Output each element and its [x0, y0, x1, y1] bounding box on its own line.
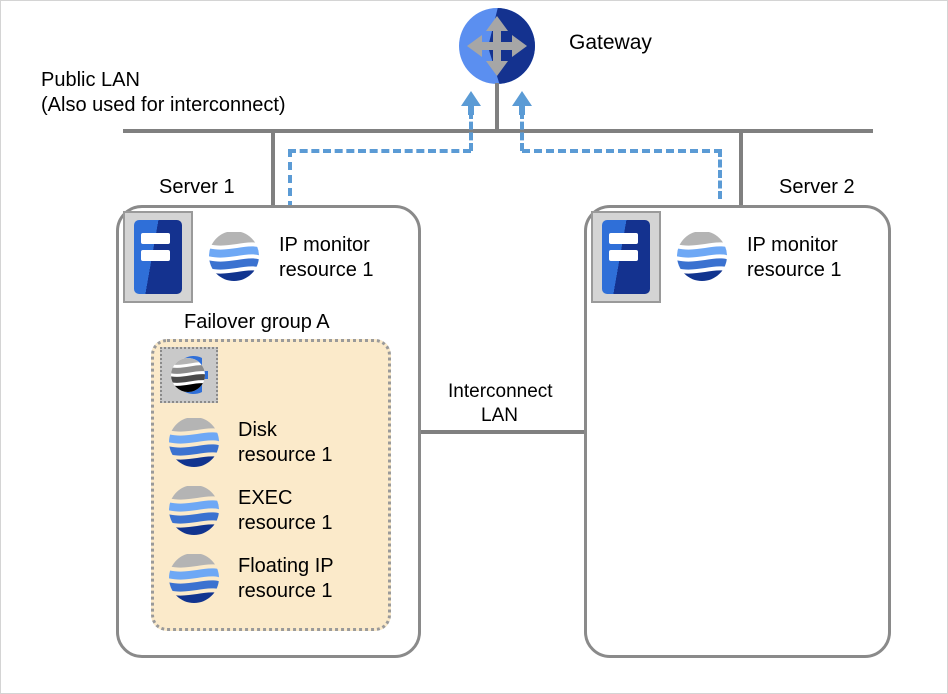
router-icon [458, 7, 536, 85]
server2-ip-monitor-label-line2: resource 1 [747, 259, 842, 281]
server1-lan-drop-line [271, 131, 275, 209]
server2-monitor-path-horizontal [522, 149, 722, 153]
resource-label-line2: resource 1 [238, 580, 333, 602]
resource-label-line2: resource 1 [238, 444, 333, 466]
server2-lan-drop-line [739, 131, 743, 209]
public-lan-bus-line [123, 129, 873, 133]
resource-icon [168, 416, 220, 468]
resource-icon [676, 230, 728, 282]
server1-ip-monitor-label-line1: IP monitor [279, 234, 370, 256]
public-lan-label-line1: Public LAN [41, 69, 140, 91]
interconnect-lan-label-line2: LAN [481, 405, 518, 426]
server-1-label: Server 1 [159, 176, 235, 198]
server-icon [123, 211, 193, 303]
interconnect-lan-label-line1: Interconnect [448, 381, 553, 402]
gateway-stem-line [495, 83, 499, 132]
server2-monitor-arrow-icon [511, 91, 533, 115]
server-icon [591, 211, 661, 303]
server2-ip-monitor-label-line1: IP monitor [747, 234, 838, 256]
interconnect-lan-line [421, 430, 587, 434]
failover-group-label: Failover group A [184, 311, 330, 333]
resource-icon [168, 552, 220, 604]
server-2-box: IP monitor resource 1 [584, 205, 891, 658]
failover-group-box: Disk resource 1 [151, 339, 391, 631]
server-1-box: IP monitor resource 1 Failover group A [116, 205, 421, 658]
server1-monitor-path-riser [469, 111, 473, 151]
server2-monitor-path-riser [520, 111, 524, 151]
server2-monitor-path-vertical [718, 149, 722, 199]
resource-label-line2: resource 1 [238, 512, 333, 534]
gateway-label: Gateway [569, 31, 652, 54]
resource-label-line1: EXEC [238, 487, 293, 509]
resource-icon [168, 484, 220, 536]
server-2-label: Server 2 [779, 176, 855, 198]
server1-ip-monitor-label-line2: resource 1 [279, 259, 374, 281]
failover-group-icon [160, 347, 218, 403]
public-lan-label-line2: (Also used for interconnect) [41, 94, 286, 116]
resource-label-line1: Floating IP [238, 555, 334, 577]
server1-monitor-path-vertical [288, 149, 292, 209]
resource-icon [208, 230, 260, 282]
server1-monitor-arrow-icon [460, 91, 482, 115]
server1-monitor-path-horizontal [288, 149, 471, 153]
resource-label-line1: Disk [238, 419, 277, 441]
